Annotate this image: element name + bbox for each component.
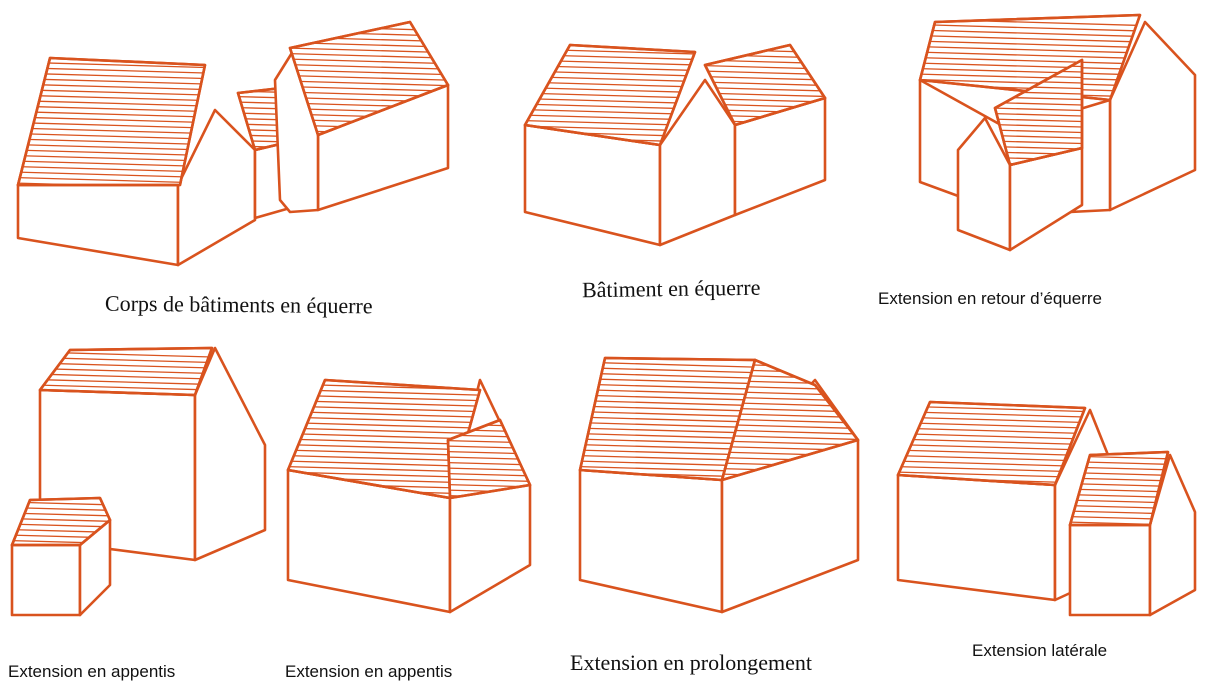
caption-laterale: Extension latérale xyxy=(972,641,1108,660)
roof-hatching xyxy=(920,18,1140,100)
caption-corps-de-batiments: Corps de bâtiments en équerre xyxy=(104,290,373,319)
caption-batiment-en-equerre: Bâtiment en équerre xyxy=(581,274,761,303)
sketch-prolongement xyxy=(578,356,860,614)
roof-outline xyxy=(288,20,450,137)
roof-outline xyxy=(10,496,112,547)
caption-appentis-1: Extension en appentis xyxy=(8,662,176,681)
roof-outline xyxy=(896,400,1087,487)
roof-outline xyxy=(446,418,532,500)
sketch-retour-equerre xyxy=(918,13,1197,252)
caption-appentis-2: Extension en appentis xyxy=(285,662,453,681)
caption-retour-equerre: Extension en retour d’équerre xyxy=(878,289,1102,308)
sketch-corps-de-batiments xyxy=(16,20,450,267)
roof-outline xyxy=(720,358,860,482)
roof-outline xyxy=(1068,450,1170,527)
sketch-appentis-2 xyxy=(286,378,532,614)
roof-outline xyxy=(703,43,827,127)
caption-prolongement: Extension en prolongement xyxy=(570,650,812,675)
roof-outline xyxy=(16,56,207,187)
sketch-laterale xyxy=(896,400,1197,617)
sketch-appentis-1 xyxy=(10,346,267,617)
roof-outline xyxy=(523,43,697,147)
roof-outline xyxy=(993,58,1084,167)
roof-outline xyxy=(918,13,1142,102)
sketch-batiment-en-equerre xyxy=(523,43,827,247)
roof-hatching xyxy=(18,61,205,185)
roof-outline xyxy=(38,346,214,397)
